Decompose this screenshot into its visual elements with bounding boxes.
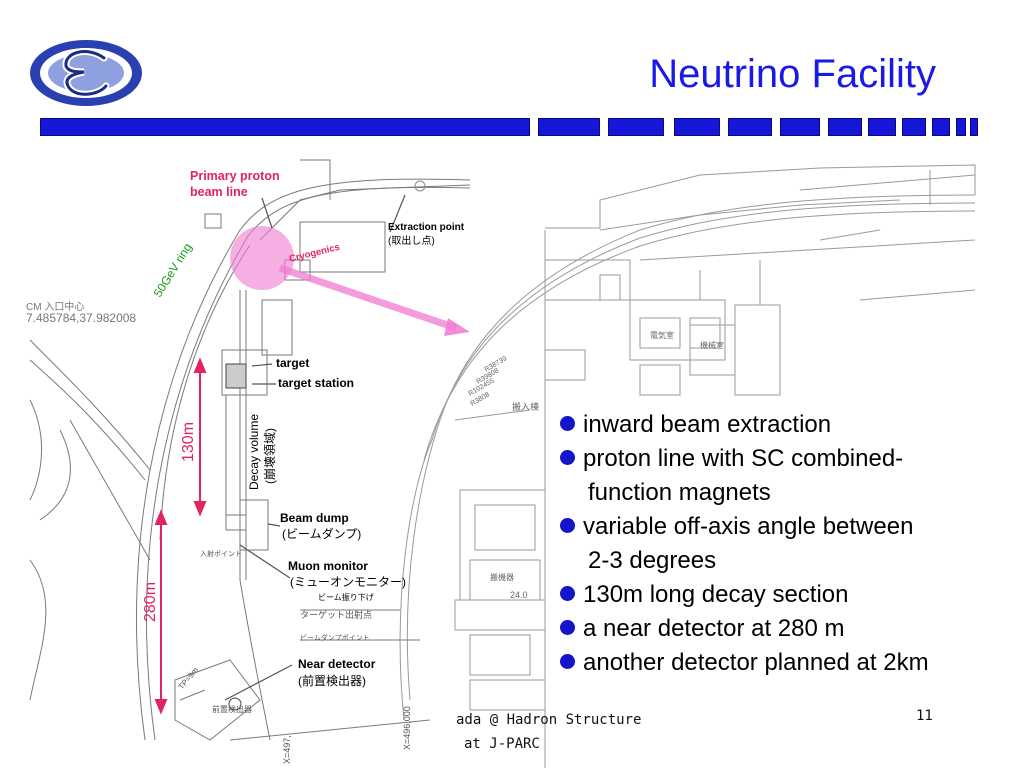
- title-divider-bar: [40, 118, 980, 136]
- target-station-label: target station: [278, 376, 354, 390]
- cm-label: CM 入口中心: [26, 300, 84, 313]
- bullet-item: a near detector at 280 m: [560, 612, 1020, 646]
- ring-label: 50GeV ring: [151, 241, 195, 300]
- bullet-icon: [560, 518, 575, 533]
- x496-label: X=496,000: [402, 706, 412, 750]
- dump-point-label: ビームダンプポイント: [300, 633, 370, 642]
- muon-monitor-label: Muon monitor: [288, 559, 368, 573]
- bullet-continuation: function magnets: [588, 479, 771, 506]
- x497-label: X=497,: [282, 735, 292, 764]
- muon-monitor-label-jp: (ミューオンモニター): [290, 575, 406, 589]
- primary-proton-label: Primary proton: [190, 169, 280, 183]
- slide-footer: ada @ Hadron Structure at J-PARC: [456, 708, 641, 756]
- building-label-3: 電気室: [650, 330, 674, 340]
- beam-dump-label: Beam dump: [280, 511, 349, 525]
- dimension-arrows: [154, 357, 207, 715]
- length-280m-label: 280m: [142, 582, 159, 622]
- primary-proton-label-2: beam line: [190, 185, 248, 199]
- page-number: 11: [916, 708, 933, 724]
- bullet-item: inward beam extraction: [560, 408, 1020, 442]
- decay-volume-label-jp: (崩壊領域): [262, 428, 277, 484]
- beam-dump-label-jp: (ビームダンプ): [282, 526, 361, 541]
- entry-point-label: 入射ポイント: [200, 549, 242, 558]
- near-detector-label-jp: (前置検出器): [298, 673, 366, 688]
- extraction-point-label-jp: (取出し点): [388, 234, 435, 247]
- bullet-item: another detector planned at 2km: [560, 646, 1020, 680]
- bullet-icon: [560, 416, 575, 431]
- bullet-continuation: 2-3 degrees: [588, 547, 717, 574]
- building-label-4: 搬機器: [490, 572, 514, 582]
- footer-line-1: ada @ Hadron Structure: [456, 712, 642, 728]
- near-detector-box-label: 前置検出器: [212, 704, 252, 714]
- coordinates-label: 7.485784,37.982008: [26, 311, 136, 325]
- cryogenics-label: Cryogenics: [288, 242, 341, 265]
- target-exit-label: ターゲット出射点: [300, 609, 372, 620]
- bullet-item: variable off-axis angle between: [560, 510, 1020, 544]
- feature-list: inward beam extraction proton line with …: [560, 408, 1020, 680]
- slide-title: Neutrino Facility: [649, 52, 936, 96]
- level-label: 24.0: [510, 590, 528, 600]
- facility-map: Primary proton beam line Extraction poin…: [26, 159, 976, 768]
- length-130m-label: 130m: [180, 422, 197, 462]
- extraction-point-label: Extraction point: [388, 222, 465, 233]
- target-label: target: [276, 356, 309, 370]
- bullet-icon: [560, 450, 575, 465]
- building-label-2: 機械室: [700, 340, 724, 350]
- extraction-highlight: [230, 226, 294, 290]
- zoom-arrow: [278, 264, 470, 336]
- bullet-icon: [560, 654, 575, 669]
- bullet-icon: [560, 620, 575, 635]
- footer-line-2: at J-PARC: [464, 736, 540, 752]
- bullet-item: proton line with SC combined-: [560, 442, 1020, 476]
- building-label-1: 搬入棟: [512, 401, 539, 412]
- beam-swing-label: ビーム振り下げ: [318, 592, 374, 602]
- bullet-item: 130m long decay section: [560, 578, 1020, 612]
- organization-logo: [30, 40, 142, 106]
- decay-volume-label: Decay volume: [247, 414, 261, 490]
- bullet-icon: [560, 586, 575, 601]
- near-detector-label: Near detector: [298, 657, 376, 671]
